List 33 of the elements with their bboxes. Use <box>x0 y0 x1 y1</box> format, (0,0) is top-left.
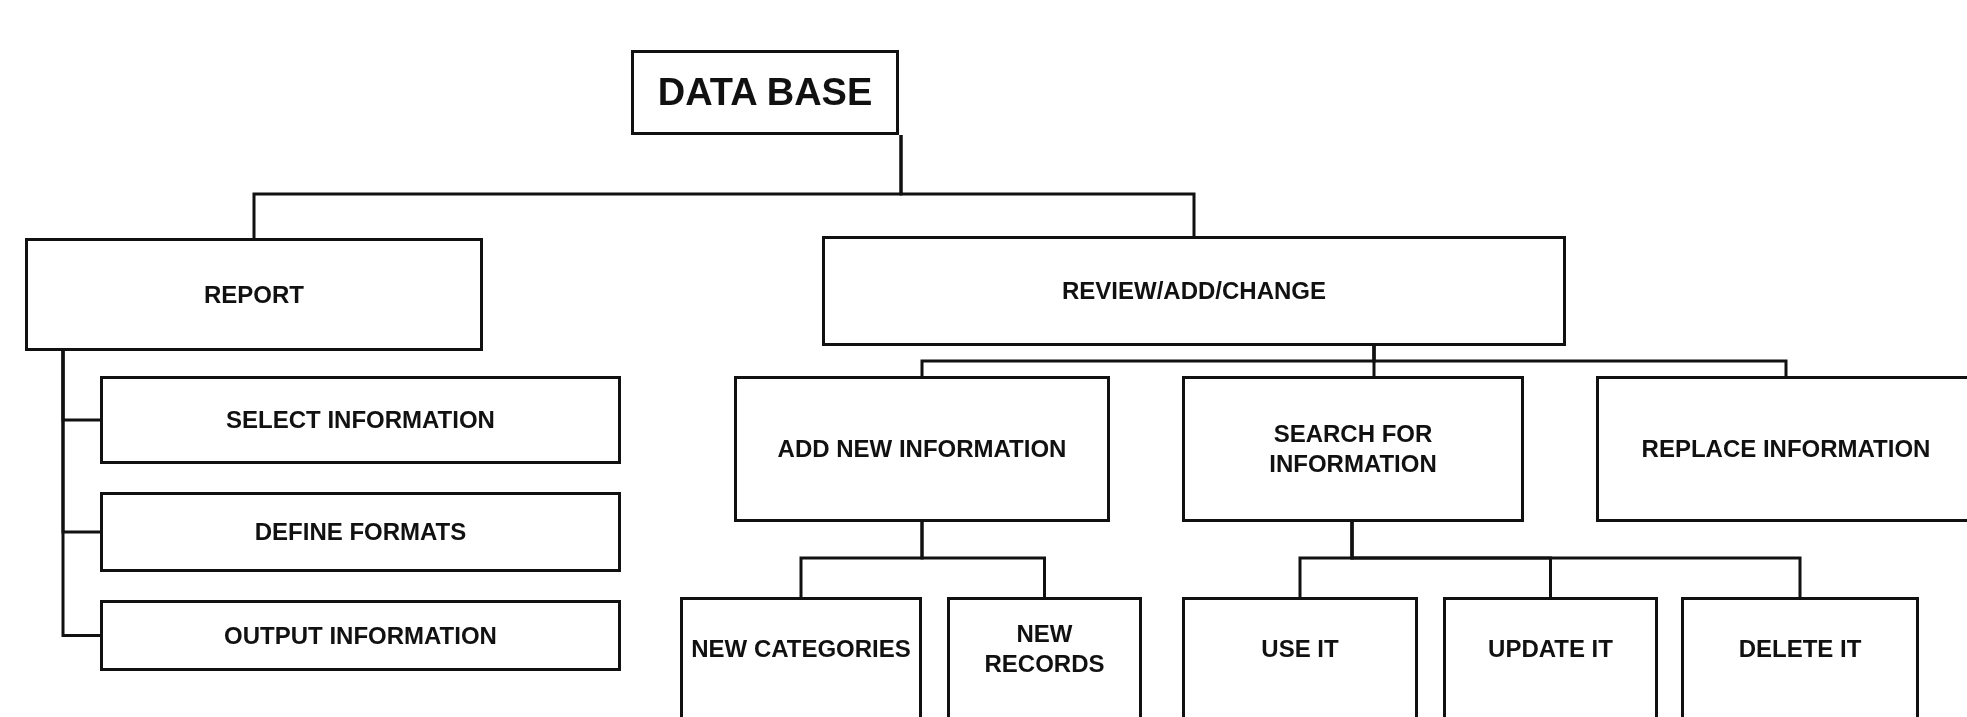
process-box <box>734 376 1110 522</box>
process-box <box>1596 376 1967 522</box>
box-label: DATA BASE <box>657 69 873 115</box>
box-label: REVIEW/ADD/CHANGE <box>1062 276 1326 306</box>
box-label: DELETE IT <box>1738 633 1862 664</box>
process-box <box>822 236 1566 346</box>
connector-line <box>899 135 1196 236</box>
connector-line <box>61 351 100 637</box>
box-label: NEW CATEGORIES <box>691 633 911 664</box>
box-label: OUTPUT INFORMATION <box>224 620 497 651</box>
box-label: REPORT <box>204 279 304 310</box>
connector-line <box>1372 346 1788 376</box>
process-box <box>100 376 621 464</box>
box-label: SELECT INFORMATION <box>226 405 495 435</box>
process-box <box>1681 597 1919 717</box>
box-label: ADD NEW INFORMATION <box>777 434 1067 464</box>
process-box <box>1443 597 1658 717</box>
process-box <box>631 50 899 135</box>
box-label: REPLACE INFORMATION <box>1641 434 1931 464</box>
process-box <box>100 600 621 671</box>
box-label: DEFINE FORMATS <box>254 517 467 547</box>
process-box <box>947 597 1142 717</box>
box-label: UPDATE IT <box>1488 633 1613 664</box>
process-box <box>680 597 922 717</box>
box-label: USE IT <box>1261 633 1339 664</box>
connector-line <box>1350 522 1802 597</box>
process-box <box>1182 597 1418 717</box>
process-box <box>1182 376 1524 522</box>
box-label: SEARCH FOR INFORMATION <box>1268 419 1438 479</box>
box-label: NEW RECORDS <box>983 618 1106 679</box>
process-box <box>25 238 483 351</box>
process-box <box>100 492 621 572</box>
connector-line <box>920 522 1046 597</box>
